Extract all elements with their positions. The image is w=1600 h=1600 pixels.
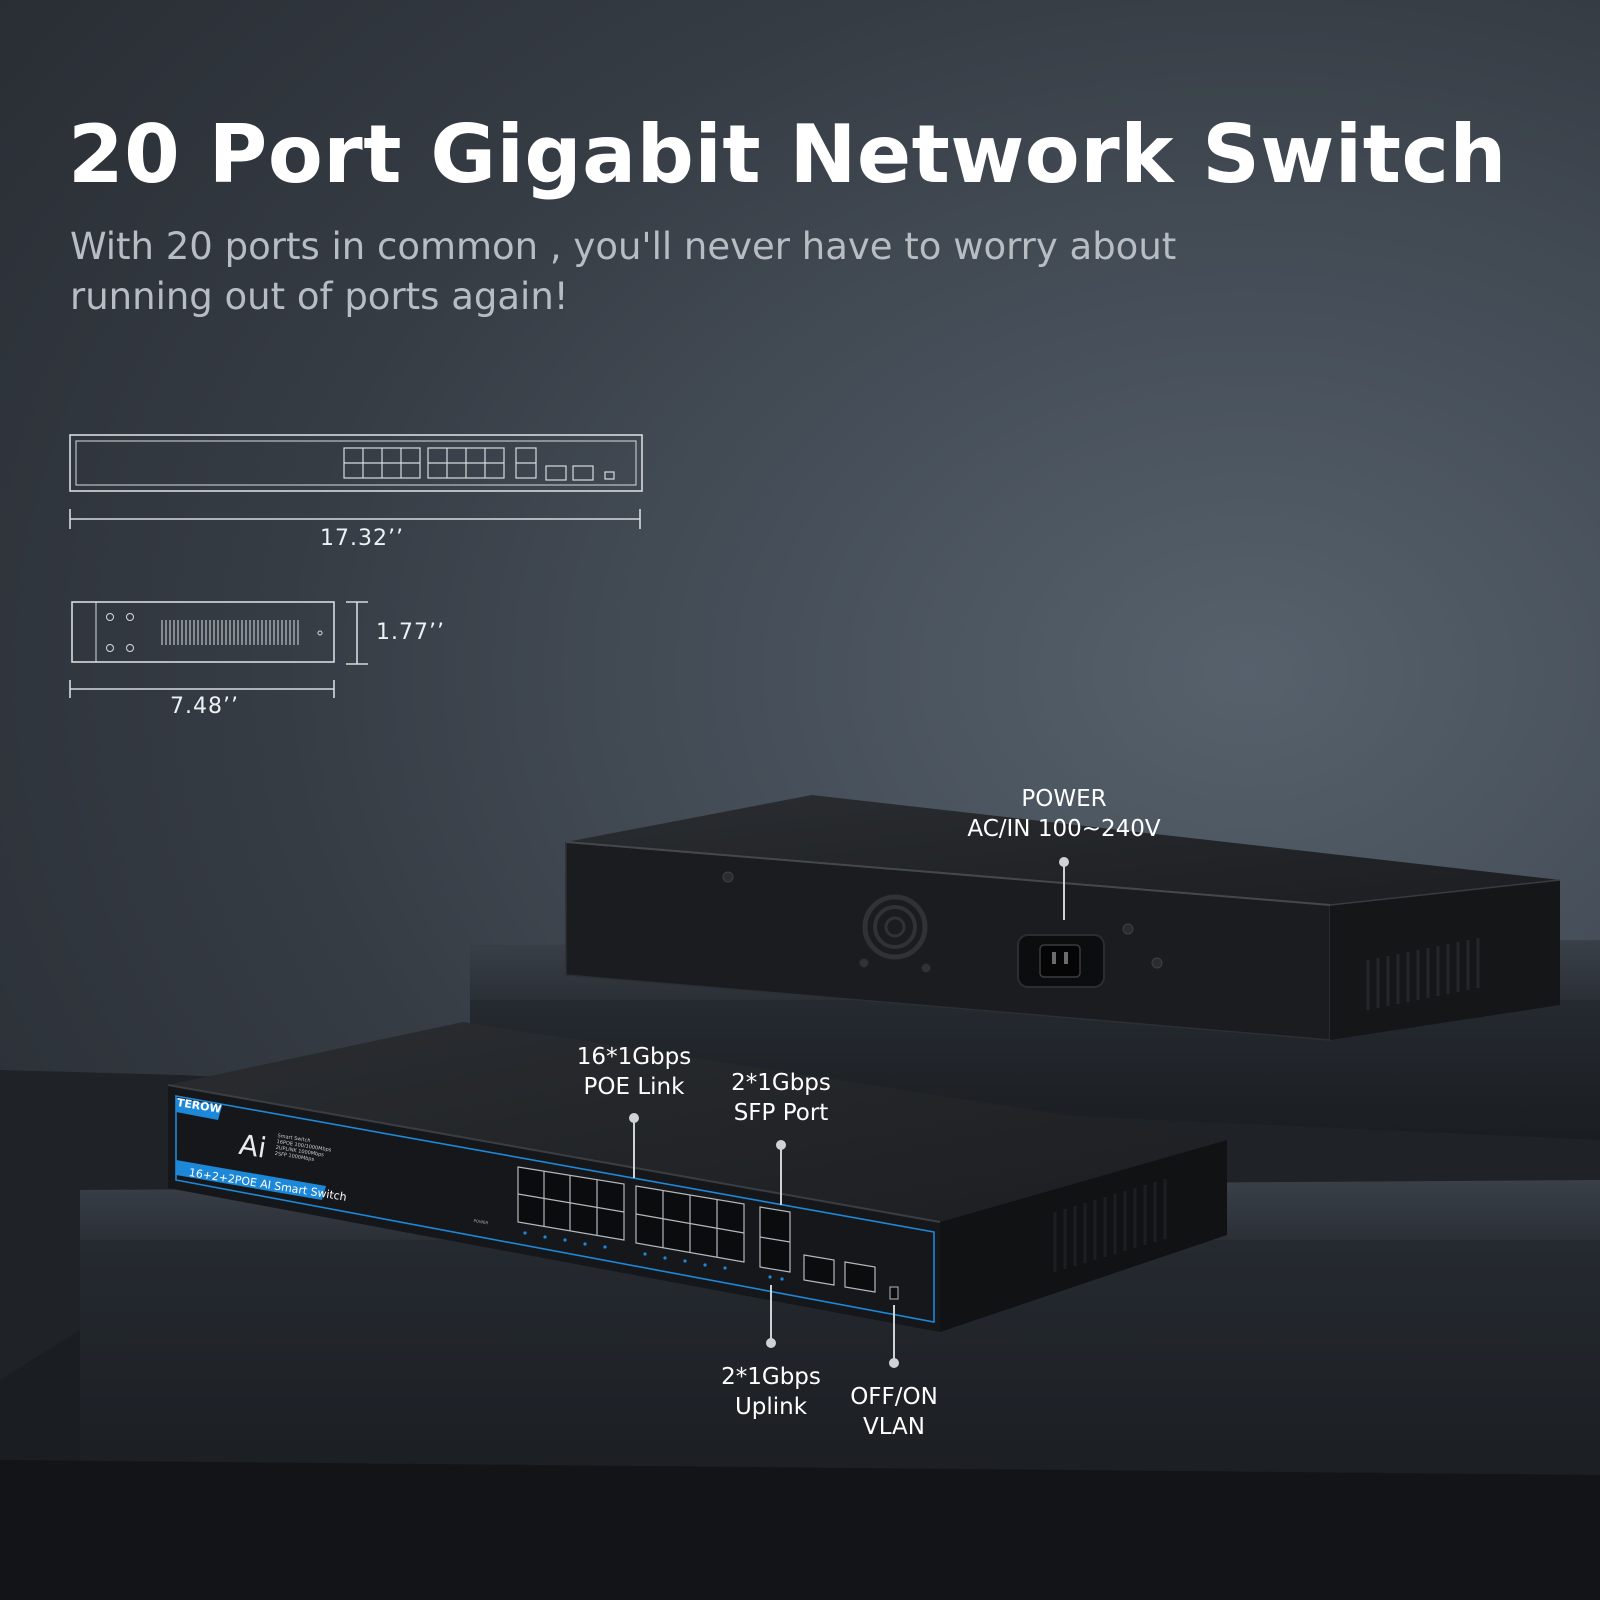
- switch-front-view: [167, 1022, 1227, 1332]
- side-view-drawing: [71, 601, 335, 663]
- callout-uplink-line-2: Uplink: [734, 1394, 808, 1420]
- height-dimension-label: 1.77’’: [376, 620, 445, 645]
- front-view-drawing: [69, 434, 643, 492]
- callout-sfp-line-1: 2*1Gbps: [731, 1070, 831, 1096]
- vlan-switch: [889, 1286, 899, 1300]
- callout-leaders: [629, 857, 1069, 1368]
- depth-dimension-line: [69, 680, 335, 698]
- callout-vlan: OFF/ON VLAN: [824, 1382, 964, 1442]
- width-dimension-label: 17.32’’: [320, 526, 404, 551]
- callout-power-line-1: POWER: [1021, 786, 1107, 812]
- callout-poe-line-1: 16*1Gbps: [576, 1044, 692, 1070]
- side-view-vent: [161, 620, 299, 645]
- ai-logo: Ai: [236, 1128, 269, 1165]
- uplink-ports: [759, 1206, 791, 1273]
- callout-vlan-line-2: VLAN: [862, 1414, 925, 1440]
- side-vent: [1053, 1179, 1167, 1272]
- page-subtitle: With 20 ports in common , you'll never h…: [70, 225, 1177, 318]
- led-row: [523, 1231, 784, 1281]
- callout-vlan-line-1: OFF/ON: [850, 1384, 938, 1410]
- callout-sfp-line-2: SFP Port: [733, 1100, 829, 1126]
- front-view-ports: [343, 447, 615, 481]
- callout-power: POWER AC/IN 100~240V: [944, 784, 1184, 844]
- fan-icon: [859, 894, 931, 973]
- power-socket-icon: [1017, 934, 1105, 988]
- width-dimension-line: [69, 509, 641, 529]
- page-title: 20 Port Gigabit Network Switch: [68, 108, 1507, 201]
- poe-ports-group-1: [517, 1166, 625, 1241]
- callout-sfp: 2*1Gbps SFP Port: [706, 1068, 856, 1128]
- callout-uplink-line-1: 2*1Gbps: [721, 1364, 821, 1390]
- callout-uplink: 2*1Gbps Uplink: [696, 1362, 846, 1422]
- poe-ports-group-2: [635, 1185, 745, 1263]
- rear-vent: [1366, 938, 1480, 1010]
- callout-poe: 16*1Gbps POE Link: [554, 1042, 714, 1102]
- callout-poe-line-2: POE Link: [583, 1074, 685, 1100]
- callout-power-line-2: AC/IN 100~240V: [967, 816, 1161, 842]
- depth-dimension-label: 7.48’’: [170, 694, 239, 719]
- switch-rear-view: [565, 795, 1561, 1041]
- sfp-ports: [803, 1254, 876, 1293]
- height-dimension-line: [346, 601, 368, 665]
